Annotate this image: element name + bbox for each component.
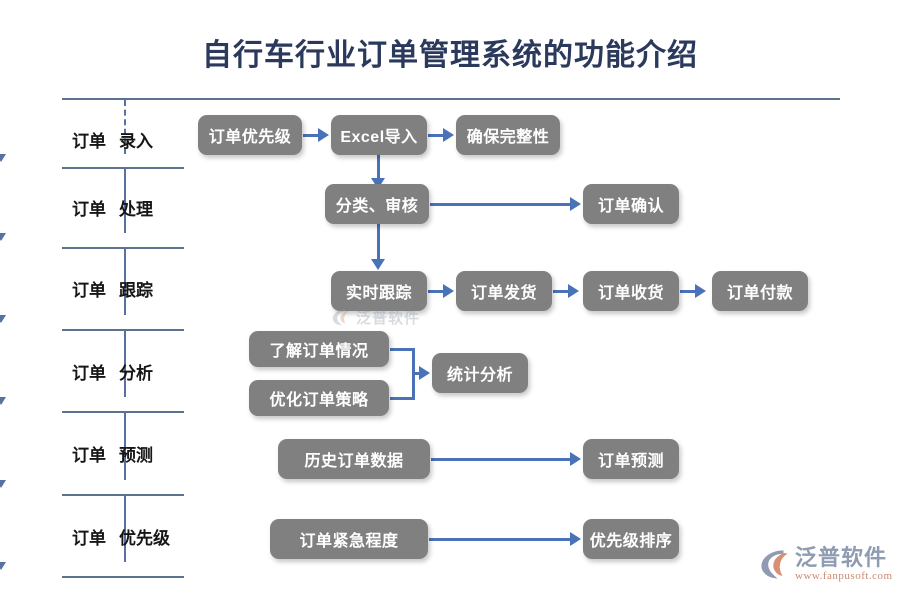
page-title: 自行车行业订单管理系统的功能介绍 [202, 39, 698, 72]
stage-label-entry: 订单 录入 [62, 126, 184, 152]
stage-name: 处理 [119, 199, 153, 219]
node-ensure-completeness[interactable]: 确保完整性 [456, 115, 560, 155]
connector-r3-c [680, 290, 697, 293]
connector-r1-a [303, 134, 320, 137]
arrowhead-r1-b [443, 128, 454, 142]
node-understand-orders[interactable]: 了解订单情况 [249, 331, 389, 367]
node-priority-sorting[interactable]: 优先级排序 [583, 519, 679, 559]
rail-line-3 [124, 249, 126, 315]
rail-divider-top [62, 98, 840, 100]
node-history-order-data[interactable]: 历史订单数据 [278, 439, 430, 479]
rail-arrowhead-6 [0, 562, 6, 570]
connector-r6 [429, 538, 573, 541]
node-order-receive[interactable]: 订单收货 [583, 271, 679, 311]
arrowhead-r1-a [318, 128, 329, 142]
connector-r4-top-stub [390, 348, 414, 351]
node-order-priority[interactable]: 订单优先级 [198, 115, 302, 155]
stage-prefix: 订单 [72, 528, 106, 548]
connector-r1-b [428, 134, 445, 137]
stage-label-analysis: 订单 分析 [62, 358, 184, 384]
arrowhead-r2-a [570, 197, 581, 211]
arrowhead-r6 [570, 532, 581, 546]
arrowhead-r3-c [695, 284, 706, 298]
rail-divider-2 [62, 247, 184, 249]
rail-line-1 [124, 100, 126, 154]
arrowhead-r2-r3 [371, 259, 385, 270]
arrowhead-r3-a [443, 284, 454, 298]
arrowhead-r4 [419, 366, 430, 380]
connector-r2-r3 [377, 224, 380, 264]
stage-name: 分析 [119, 363, 153, 383]
rail-line-5 [124, 413, 126, 480]
stage-label-forecast: 订单 预测 [62, 440, 184, 466]
rail-line-2 [124, 169, 126, 233]
logo-words: 泛普软件 www.fanpusoft.com [795, 544, 893, 583]
connector-r3-b [553, 290, 570, 293]
connector-r2-a [430, 203, 573, 206]
stage-name: 预测 [119, 445, 153, 465]
stage-name: 跟踪 [119, 280, 153, 300]
stage-label-processing: 订单 处理 [62, 194, 184, 220]
connector-r3-a [428, 290, 445, 293]
node-realtime-track[interactable]: 实时跟踪 [331, 271, 427, 311]
stage-prefix: 订单 [72, 280, 106, 300]
node-excel-import[interactable]: Excel导入 [331, 115, 427, 155]
rail-arrowhead-3 [0, 315, 6, 323]
arrowhead-r1-r2 [371, 178, 385, 189]
rail-line-6 [124, 496, 126, 562]
rail-divider-4 [62, 411, 184, 413]
stage-name: 录入 [119, 131, 153, 151]
company-logo-icon [761, 550, 788, 579]
brand-logo[interactable]: 泛普软件 www.fanpusoft.com [758, 538, 894, 590]
node-optimize-strategy[interactable]: 优化订单策略 [249, 380, 389, 416]
rail-arrowhead-1 [0, 154, 6, 162]
stage-label-tracking: 订单 跟踪 [62, 275, 184, 301]
node-classify-review[interactable]: 分类、审核 [325, 184, 429, 224]
rail-divider-1 [62, 167, 184, 169]
rail-arrowhead-2 [0, 233, 6, 241]
rail-arrowhead-5 [0, 480, 6, 488]
node-order-urgency[interactable]: 订单紧急程度 [270, 519, 428, 559]
rail-line-4 [124, 331, 126, 397]
stage-prefix: 订单 [72, 363, 106, 383]
rail-divider-bottom [62, 576, 184, 578]
stage-prefix: 订单 [72, 199, 106, 219]
stage-prefix: 订单 [72, 131, 106, 151]
connector-r1-r2 [377, 155, 380, 183]
connector-r4-merge [412, 372, 422, 375]
logo-website-url: www.fanpusoft.com [795, 569, 893, 582]
node-order-forecast[interactable]: 订单预测 [583, 439, 679, 479]
node-order-payment[interactable]: 订单付款 [712, 271, 808, 311]
rail-divider-5 [62, 494, 184, 496]
logo-company-name: 泛普软件 [795, 544, 888, 570]
stage-prefix: 订单 [72, 445, 106, 465]
connector-r4-bottom-stub [390, 397, 414, 400]
stage-name: 优先级 [119, 528, 170, 548]
arrowhead-r5 [570, 452, 581, 466]
node-order-confirm[interactable]: 订单确认 [583, 184, 679, 224]
stage-label-priority: 订单 优先级 [62, 523, 184, 549]
arrowhead-r3-b [568, 284, 579, 298]
connector-r5 [431, 458, 573, 461]
rail-divider-3 [62, 329, 184, 331]
node-statistical-analysis[interactable]: 统计分析 [432, 353, 528, 393]
node-order-ship[interactable]: 订单发货 [456, 271, 552, 311]
rail-arrowhead-4 [0, 397, 6, 405]
